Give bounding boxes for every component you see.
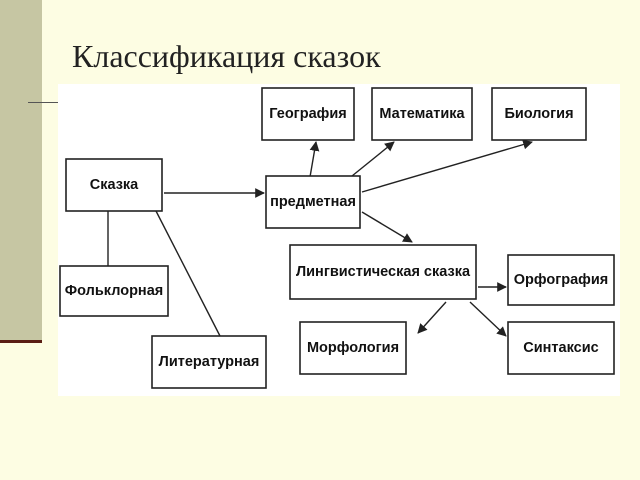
slide-title: Классификация сказок: [72, 38, 381, 74]
edge-lingvisticheskaya-sintaksis: [469, 301, 507, 337]
node-sintaksis-label: Синтаксис: [523, 340, 598, 356]
node-skazka: Сказка: [65, 158, 163, 212]
node-morfologiya-label: Морфология: [307, 340, 399, 356]
edge-lingvisticheskaya-morfologiya: [417, 301, 447, 334]
side-bar-shadow: [0, 340, 42, 343]
node-predmetnaya-label: предметная: [270, 194, 356, 210]
node-matematika-label: Математика: [379, 106, 465, 122]
node-lingvisticheskaya: Лингвистическая сказка: [289, 244, 477, 300]
node-matematika: Математика: [371, 87, 473, 141]
edge-predmetnaya-matematika: [351, 141, 395, 177]
edge-predmetnaya-biologiya: [361, 139, 533, 193]
edge-predmetnaya-lingvisticheskaya: [361, 211, 413, 243]
side-bar-decoration: [0, 0, 42, 340]
node-sintaksis: Синтаксис: [507, 321, 615, 375]
node-literaturnaya: Литературная: [151, 335, 267, 389]
node-skazka-label: Сказка: [90, 177, 139, 193]
node-morfologiya: Морфология: [299, 321, 407, 375]
node-orfografiya-label: Орфография: [514, 272, 609, 288]
node-biologiya: Биология: [491, 87, 587, 141]
node-folklornaya: Фольклорная: [59, 265, 169, 317]
title-rule: [28, 102, 68, 103]
node-lingvisticheskaya-label: Лингвистическая сказка: [296, 264, 471, 280]
edge-predmetnaya-geografiya: [309, 141, 320, 178]
node-folklornaya-label: Фольклорная: [65, 283, 163, 299]
node-geografiya: География: [261, 87, 355, 141]
node-predmetnaya: предметная: [265, 175, 361, 229]
node-literaturnaya-label: Литературная: [159, 354, 260, 370]
edge-skazka-literaturnaya: [155, 210, 221, 337]
node-geografiya-label: География: [269, 106, 346, 122]
node-biologiya-label: Биология: [504, 106, 573, 122]
node-orfografiya: Орфография: [507, 254, 615, 306]
